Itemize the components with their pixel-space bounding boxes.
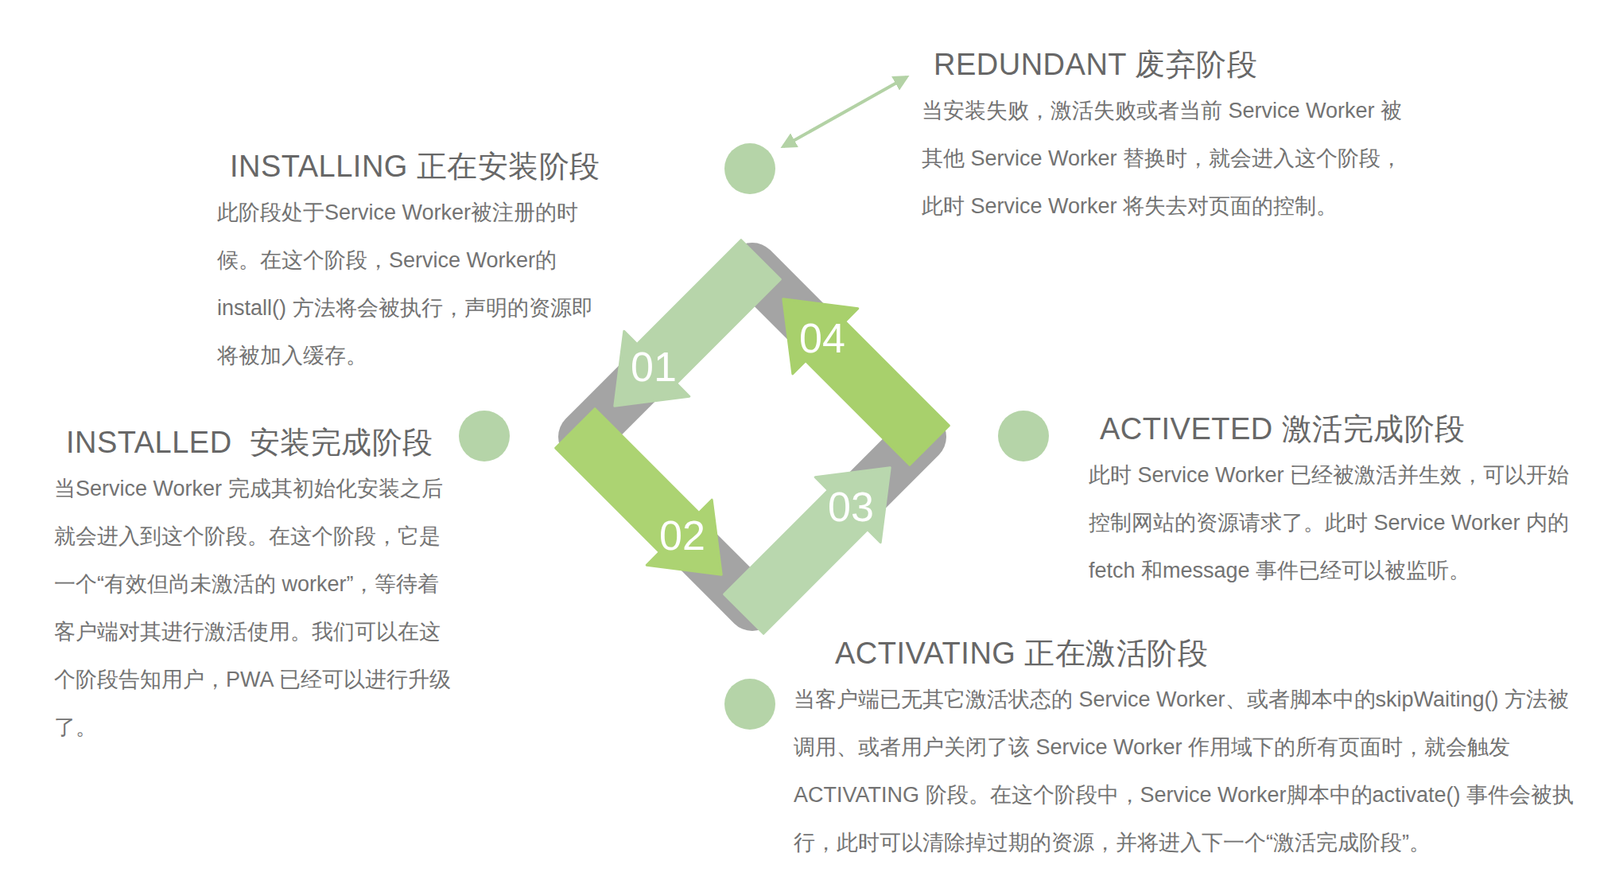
cycle-arrow — [555, 408, 723, 575]
cycle-arrow — [614, 240, 781, 407]
stage-description: 此时 Service Worker 已经被激活并生效，可以开始控制网站的资源请求… — [1088, 450, 1578, 595]
cycle-ring — [583, 267, 921, 606]
stage-dot — [458, 410, 510, 462]
stage-block: ACTIVATING 正在激活阶段当客户端已无其它激活状态的 Service W… — [793, 633, 1585, 867]
stage-dot — [724, 143, 776, 195]
step-number: 04 — [799, 315, 846, 361]
stage-description: 当客户端已无其它激活状态的 Service Worker、或者脚本中的skipW… — [793, 675, 1585, 867]
stage-description: 当安装失败，激活失败或者当前 Service Worker 被其他 Servic… — [921, 86, 1411, 230]
stage-heading: ACTIVATING 正在激活阶段 — [793, 633, 1585, 672]
step-number: 03 — [827, 484, 874, 529]
step-number: 02 — [659, 512, 706, 558]
double-arrow — [783, 77, 907, 147]
cycle-arrow — [783, 299, 950, 466]
stage-dot — [724, 678, 776, 730]
stage-dot — [998, 410, 1049, 462]
stage-heading: INSTALLED 安装完成阶段 — [54, 423, 452, 462]
stage-heading: REDUNDANT 废弃阶段 — [921, 45, 1411, 84]
stage-block: ACTIVETED 激活完成阶段此时 Service Worker 已经被激活并… — [1088, 409, 1578, 595]
cycle-arrow — [724, 467, 890, 634]
stage-description: 此阶段处于Service Worker被注册的时候。在这个阶段，Service … — [217, 188, 599, 380]
stage-heading: ACTIVETED 激活完成阶段 — [1088, 409, 1578, 448]
stage-description: 当Service Worker 完成其初始化安装之后就会进入到这个阶段。在这个阶… — [54, 464, 452, 751]
stage-block: INSTALLED 安装完成阶段当Service Worker 完成其初始化安装… — [54, 423, 452, 751]
stage-heading: INSTALLING 正在安装阶段 — [217, 147, 599, 186]
stage-block: REDUNDANT 废弃阶段当安装失败，激活失败或者当前 Service Wor… — [921, 45, 1411, 230]
stage-block: INSTALLING 正在安装阶段此阶段处于Service Worker被注册的… — [217, 147, 599, 380]
step-number: 01 — [630, 344, 677, 389]
